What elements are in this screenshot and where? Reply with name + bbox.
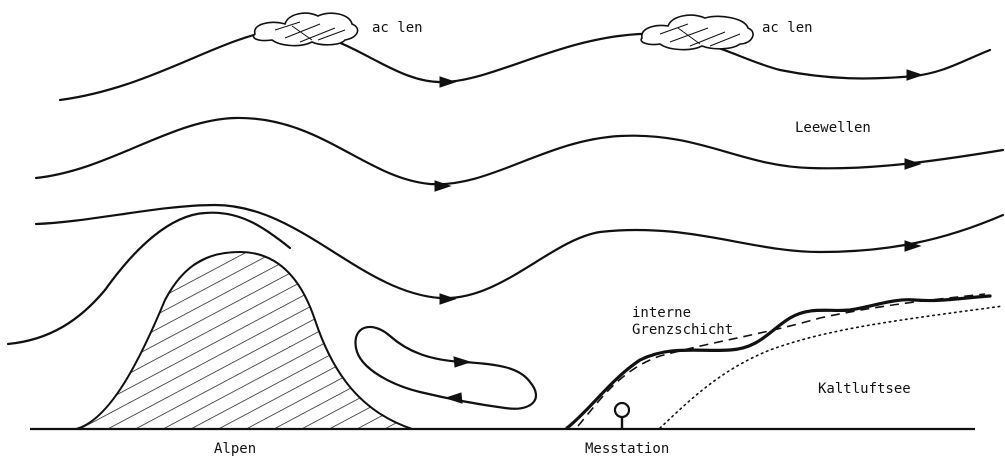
rotor-arrow-upper [454,357,470,367]
messtation-label: Messtation [585,441,669,458]
measurement-station-icon [615,403,629,429]
rotor-loop [355,327,536,409]
cloud-left-icon [254,13,358,45]
streamline-1-arrow-right [907,70,922,80]
cloud-right-icon [641,15,753,49]
internal-boundary-label-line2: Grenzschicht [632,322,733,339]
streamline-3-arrow-left [440,294,455,304]
rotor-arrow-lower [446,393,462,403]
streamline-1 [60,30,990,100]
streamline-1-arrow-left [440,77,455,87]
alpen-label: Alpen [214,441,256,458]
kaltluftsee-label: Kaltluftsee [818,381,911,398]
leewellen-label: Leewellen [795,120,871,137]
alps-mountain [76,252,412,429]
cloud-left-label: ac len [372,20,423,37]
cloud-right-label: ac len [762,20,813,37]
streamline-2-arrow-left [435,181,450,191]
streamline-2-arrow-right [905,159,920,169]
internal-boundary-layer [567,296,990,428]
internal-boundary-label-line1: interne [632,305,691,322]
